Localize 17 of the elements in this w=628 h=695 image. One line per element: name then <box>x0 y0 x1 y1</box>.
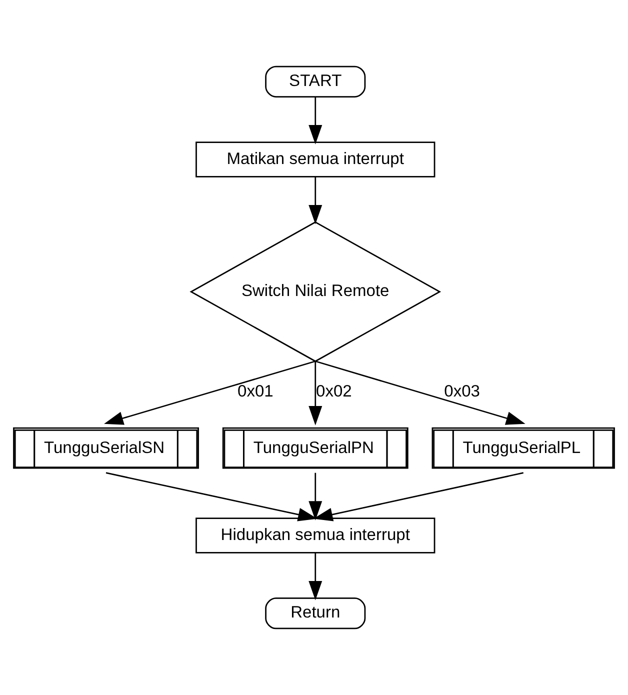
arrow <box>308 361 322 426</box>
arrow <box>308 472 322 520</box>
arrow <box>313 472 524 522</box>
arrow <box>308 96 322 144</box>
arrow <box>308 552 322 600</box>
arrow <box>315 360 526 425</box>
edge-label: 0x03 <box>444 382 480 401</box>
node-box: Return <box>265 598 366 630</box>
node-box: Hidupkan semua interrupt <box>196 518 436 554</box>
node-box: Matikan semua interrupt <box>196 142 436 178</box>
arrow <box>104 360 316 425</box>
node-box: START <box>265 66 366 98</box>
arrow <box>106 472 318 522</box>
node-diamond: Switch Nilai Remote <box>190 221 442 362</box>
edge-label: 0x01 <box>238 382 274 401</box>
edge-label: 0x02 <box>316 382 352 401</box>
arrow <box>308 176 322 224</box>
